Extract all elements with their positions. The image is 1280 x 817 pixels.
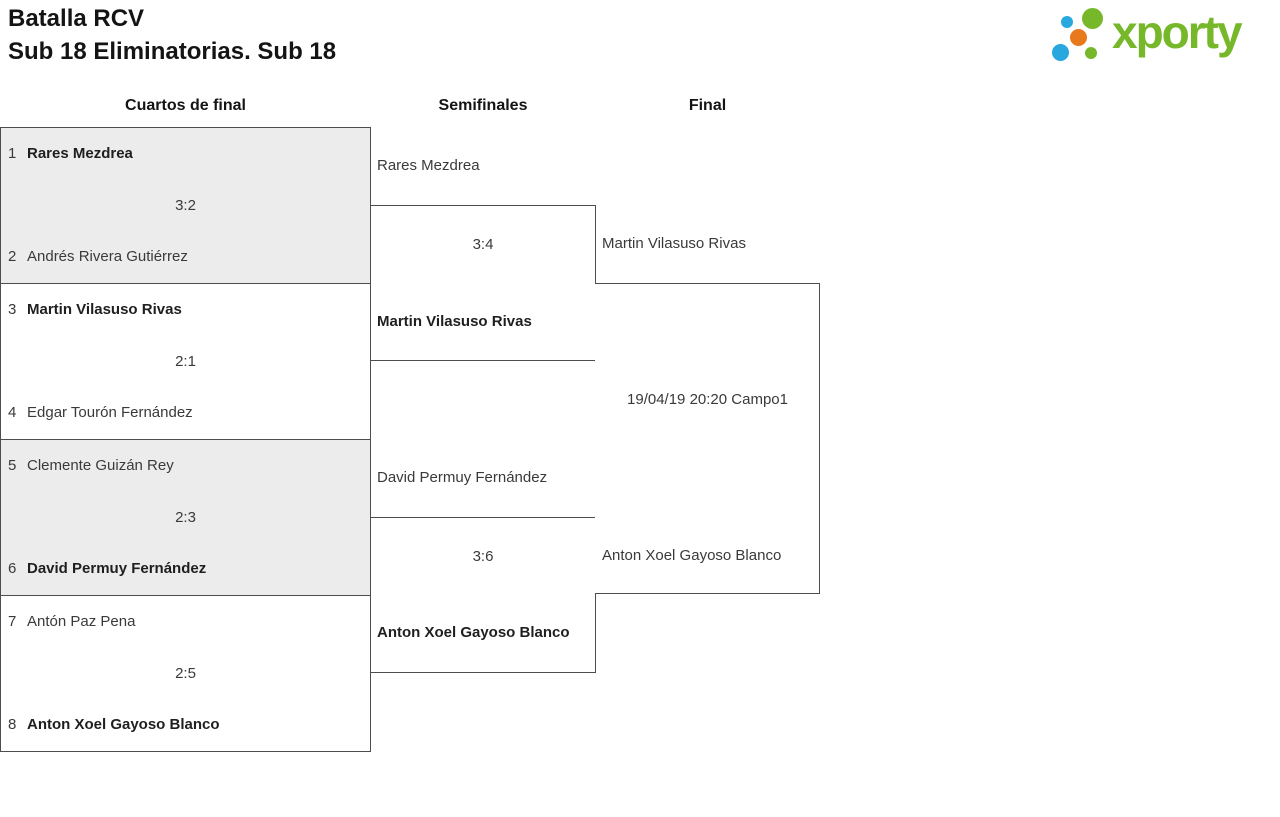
player-name: Rares Mezdrea [27,145,133,162]
match-box-sf2[interactable] [370,517,596,673]
match-date-venue: 19/04/19 20:20 Campo1 [627,391,788,408]
match-score: 2:1 [175,353,196,370]
logo-dot-blue-small-icon [1061,16,1073,28]
tournament-name: Batalla RCV [8,5,145,32]
player-name: David Permuy Fernández [27,560,207,577]
match-score: 2:5 [175,665,196,682]
logo-wordmark: xporty [1112,6,1243,58]
match-box-qf1[interactable] [0,127,371,284]
player-name: Anton Xoel Gayoso Blanco [377,624,570,641]
player-name: Rares Mezdrea [377,157,480,174]
player-name: Anton Xoel Gayoso Blanco [602,547,782,564]
match-box-final[interactable] [595,283,820,594]
seed-number: 3 [8,301,17,318]
category-name: Sub 18 Eliminatorias. Sub 18 [8,38,337,65]
match-score: 3:2 [175,197,196,214]
logo-dot-green-small-icon [1085,47,1097,59]
player-name: Andrés Rivera Gutiérrez [27,248,188,265]
seed-number: 8 [8,716,17,733]
seed-number: 5 [8,457,17,474]
player-name: Martin Vilasuso Rivas [377,313,532,330]
round-header-final: Final [688,97,727,114]
seed-number: 7 [8,613,17,630]
round-header-semifinals: Semifinales [438,97,528,114]
player-name: Clemente Guizán Rey [27,457,174,474]
xporty-logo[interactable]: xporty [1040,0,1280,72]
seed-number: 4 [8,404,17,421]
match-box-qf4[interactable] [0,595,371,752]
player-name: Edgar Tourón Fernández [27,404,193,421]
match-score: 3:6 [472,548,494,565]
page-title: Batalla RCV Sub 18 Eliminatorias. Sub 18 [8,2,336,68]
logo-dot-orange-icon [1070,29,1087,46]
match-box-qf2[interactable] [0,283,371,440]
match-score: 3:4 [472,236,494,253]
match-score: 2:3 [175,509,196,526]
logo-dot-blue-large-icon [1052,44,1069,61]
seed-number: 6 [8,560,17,577]
logo-dot-green-large-icon [1082,8,1103,29]
player-name: David Permuy Fernández [377,469,548,486]
match-box-sf1[interactable] [370,205,596,361]
player-name: Martin Vilasuso Rivas [602,235,746,252]
player-name: Martin Vilasuso Rivas [27,301,182,318]
round-header-quarterfinals: Cuartos de final [125,97,246,114]
seed-number: 2 [8,248,17,265]
player-name: Anton Xoel Gayoso Blanco [27,716,220,733]
player-name: Antón Paz Pena [27,613,136,630]
seed-number: 1 [8,145,17,162]
